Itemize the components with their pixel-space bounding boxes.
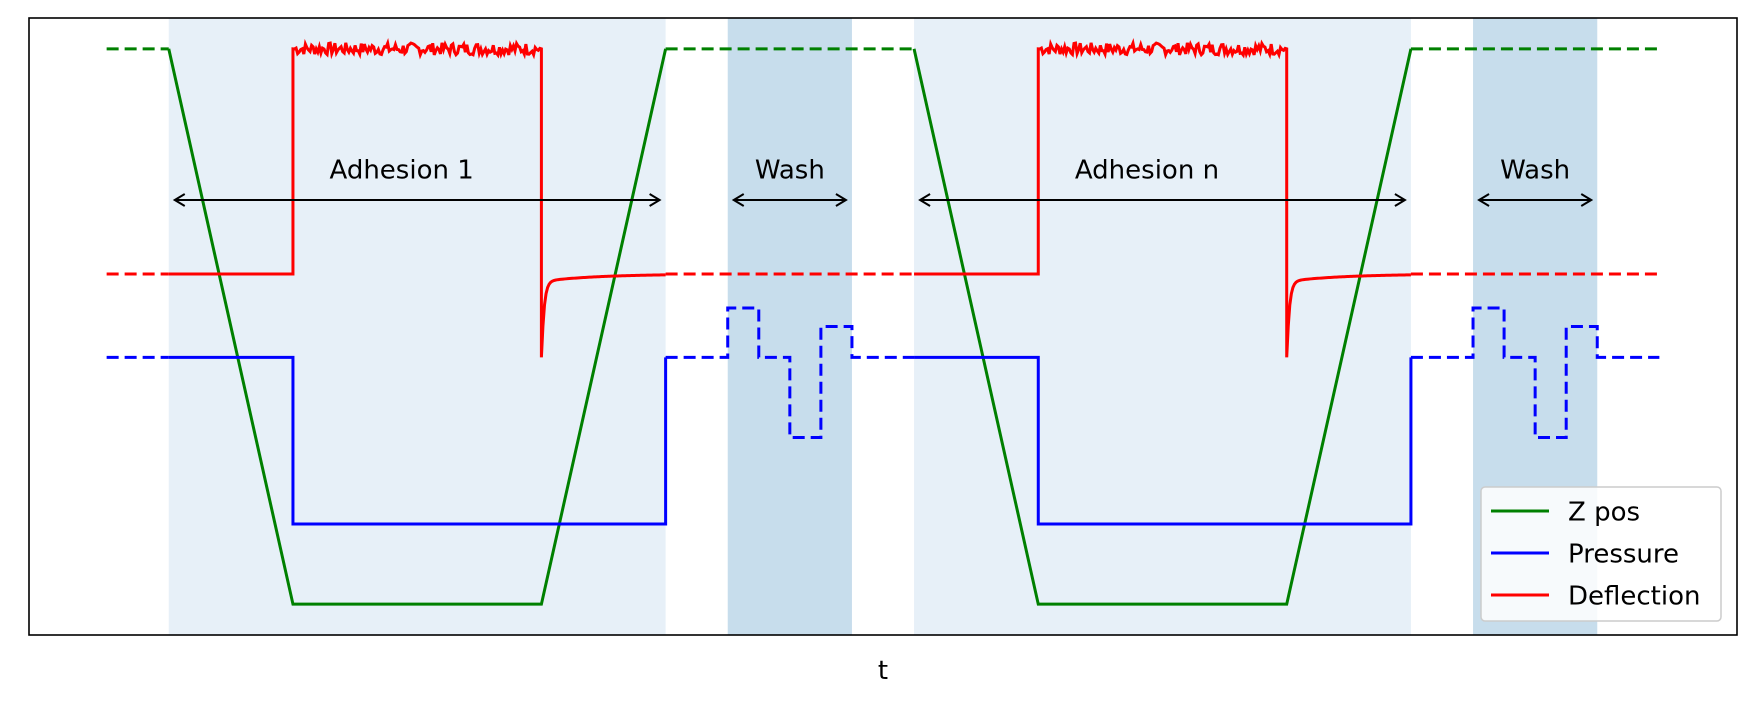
pressure-line-dashed-5	[1410, 306, 1660, 440]
adhesion-region-3	[914, 18, 1411, 635]
annotation-arrowhead-right-1	[649, 193, 662, 207]
deflection-line-solid-2	[168, 38, 666, 358]
legend-label-z-pos: Z pos	[1568, 498, 1640, 528]
legend-label-deflection: Deflection	[1568, 582, 1701, 612]
x-axis-label: t	[878, 656, 888, 686]
annotation-arrowhead-right-2	[835, 193, 848, 207]
series-lines	[106, 38, 1660, 606]
pressure-line-solid-2	[168, 355, 668, 526]
phase-annotations: Adhesion 1 Wash Adhesion n Wash	[172, 155, 1594, 207]
annotation-label-2: Wash	[755, 155, 825, 185]
pressure-line-dashed-3	[665, 306, 915, 440]
z-pos-line-solid-2	[167, 48, 668, 606]
z-pos-line-solid-4	[912, 48, 1413, 606]
annotation-label-4: Wash	[1500, 155, 1570, 185]
adhesion-region-1	[168, 18, 666, 635]
annotation-arrowhead-left-1	[172, 193, 186, 207]
legend-label-pressure: Pressure	[1568, 540, 1679, 570]
annotation-arrowhead-left-4	[1477, 193, 1490, 207]
annotation-arrowhead-right-4	[1580, 193, 1594, 207]
pressure-line-solid-4	[914, 355, 1413, 526]
plot-frame	[28, 17, 1738, 636]
annotation-arrowhead-right-3	[1394, 193, 1407, 207]
legend-box	[1480, 486, 1722, 622]
annotation-arrowhead-left-3	[918, 193, 931, 207]
annotation-label-1: Adhesion 1	[330, 155, 474, 185]
phase-regions	[168, 18, 1598, 635]
annotation-arrowhead-left-2	[731, 193, 745, 207]
deflection-line-solid-4	[914, 38, 1411, 358]
annotation-label-3: Adhesion n	[1075, 155, 1219, 185]
